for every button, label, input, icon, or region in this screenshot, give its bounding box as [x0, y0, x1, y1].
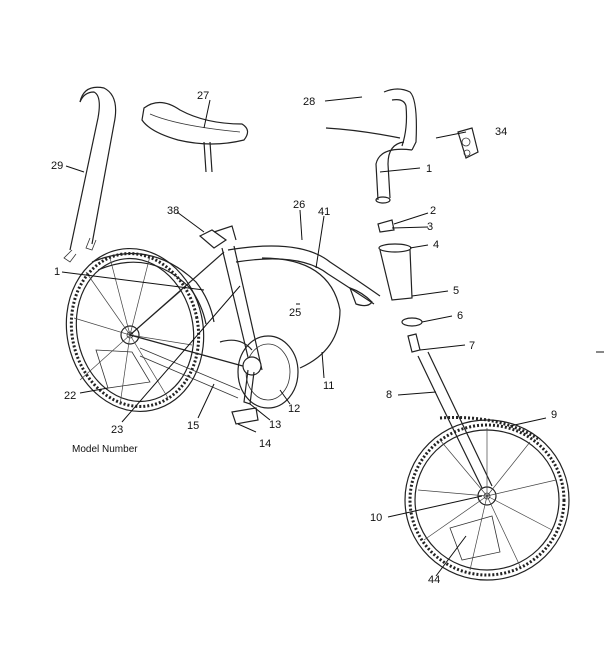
callout-29: 29	[51, 160, 63, 172]
rear-wheel	[65, 247, 205, 413]
callout-34: 34	[495, 126, 507, 138]
front-fork	[417, 351, 541, 489]
callout-1-fender: 1	[54, 266, 60, 278]
callout-26: 26	[293, 199, 305, 211]
callout-25: 25	[289, 307, 301, 319]
headset-parts	[377, 219, 423, 353]
callout-11: 11	[323, 380, 334, 392]
callout-10: 10	[370, 512, 382, 524]
model-number-caption: Model Number	[72, 444, 138, 455]
bell	[457, 127, 479, 159]
callout-14: 14	[259, 438, 271, 450]
callout-2: 2	[430, 205, 436, 217]
bicycle-frame	[129, 245, 381, 375]
handlebar	[325, 88, 417, 204]
callout-15: 15	[187, 420, 199, 432]
seat	[141, 101, 249, 173]
seat-post	[198, 225, 237, 249]
callout-23: 23	[111, 424, 123, 436]
callout-4: 4	[433, 239, 439, 251]
callout-41: 41	[318, 206, 330, 218]
callout-8: 8	[386, 389, 392, 401]
leader-lines	[61, 96, 604, 577]
callout-6: 6	[457, 310, 463, 322]
callout-38: 38	[167, 205, 179, 217]
callout-13: 13	[269, 419, 281, 431]
callout-22: 22	[64, 390, 76, 402]
callout-28: 28	[303, 96, 315, 108]
callout-3: 3	[427, 221, 433, 233]
callout-12: 12	[288, 403, 300, 415]
callout-labels: 28 27 29 34 1 2 3 4 5 6 7 8 9 10 44 38 2…	[51, 90, 557, 586]
callout-1-stem: 1	[426, 163, 432, 175]
front-wheel	[404, 419, 570, 581]
callout-5: 5	[453, 285, 459, 297]
callout-7: 7	[469, 340, 475, 352]
callout-9: 9	[551, 409, 557, 421]
crank-assembly	[139, 335, 299, 425]
sissy-bar	[63, 86, 117, 263]
callout-27: 27	[197, 90, 209, 102]
callout-44: 44	[428, 574, 440, 586]
